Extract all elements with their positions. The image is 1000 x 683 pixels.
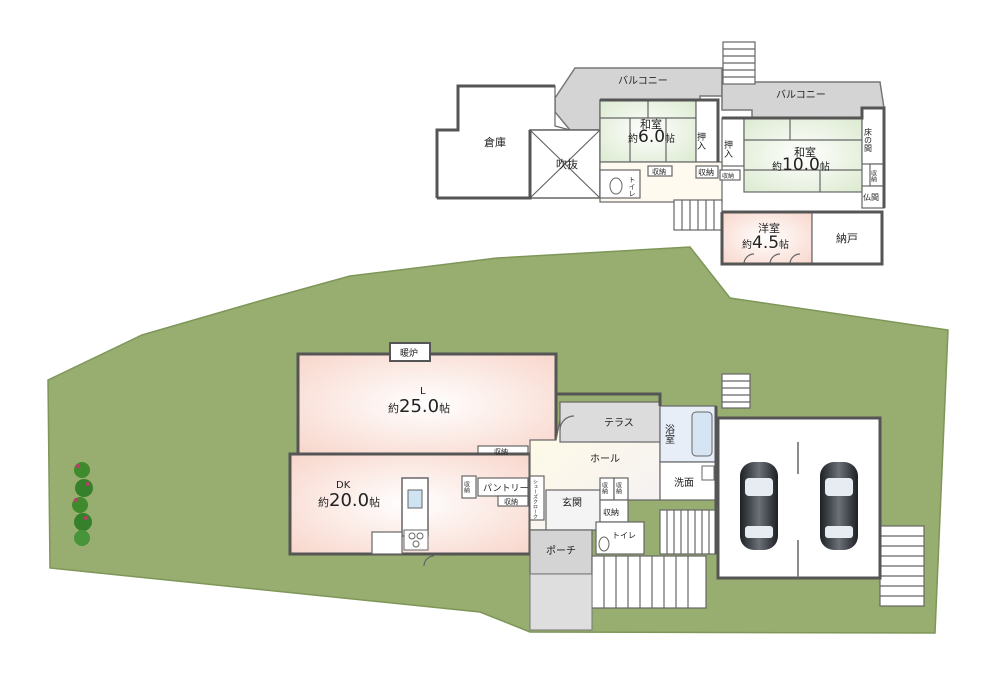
balcony-stairs [722,41,756,85]
entrance-label: 玄関 [562,496,582,509]
garden-steps-lower [879,525,925,607]
fireplace [389,342,431,362]
hall-label: ホール [590,453,620,465]
tokonoma-label: 床の間 [864,127,873,153]
porch [529,529,593,575]
oshiire-a-label: 押入 [695,131,706,150]
pantry-shuno-box [497,495,529,507]
kitchen-sink [407,489,423,509]
living-name: L [420,386,426,397]
dk-area: 約20.0帖 [318,490,380,511]
shuno-living-label: 収納 [494,447,508,456]
upper-shuno-a-label: 収納 [652,167,666,176]
dk-shuno-left-box [461,475,477,499]
washroom-label: 洗面 [674,477,694,489]
fireplace-label: 暖炉 [400,347,418,359]
oshiire-b-label: 押入 [722,139,733,158]
approach-steps [591,555,707,609]
upper-shuno-b-box [695,165,719,179]
washitsu6-name: 和室 [640,117,662,131]
living-area: 約25.0帖 [388,396,450,417]
porch-paving [529,573,593,631]
warehouse-label: 倉庫 [484,135,506,149]
dk-name: DK [336,480,351,491]
washitsu10-name: 和室 [794,145,816,159]
balcony-left-label: バルコニー [618,75,668,87]
shoes-cloak-label: シューズクローク [532,479,538,519]
dk-left-annex [371,531,403,555]
nando-label: 納戸 [836,232,858,245]
dk-shuno-left-label: 収納 [463,481,470,494]
bath-label: 浴室 [663,424,675,444]
lower-stairs [659,509,717,555]
upper-stairs [673,199,723,231]
entrance [545,489,601,531]
car-icon [820,462,858,550]
stove-icon [403,529,429,551]
terrace-door [559,415,575,431]
bathtub [691,411,713,457]
upper-shuno-c-label: 収納 [722,172,734,180]
upper-shuno-b-label: 収納 [698,167,714,177]
washitsu6-area: 約6.0帖 [628,127,675,147]
washitsu-10 [743,117,863,193]
upper-shuno-a-box [647,165,673,177]
pantry-shuno-label: 収納 [504,497,518,506]
youshitsu-area: 約4.5帖 [742,233,789,253]
entrance-shuno-a-label: 収納 [601,482,608,495]
living-room [296,352,558,456]
balcony-right-label: バルコニー [776,89,826,101]
butsuma-label: 仏間 [863,193,879,202]
porch-label: ポーチ [546,545,576,557]
terrace-label: テラス [604,417,634,429]
shoes-cloak-box [529,475,545,521]
upper-toilet-label: トイレ [628,176,636,197]
youshitsu [721,211,813,265]
oshiire-a [695,99,719,163]
bush-icon [72,462,93,546]
entrance-shuno-c-label: 収納 [603,507,619,517]
shuno-small-label: 収納 [870,170,877,183]
upper-shuno-c-box [719,169,741,181]
washitsu10-area: 約10.0帖 [772,155,830,175]
lower-toilet-label: トイレ [612,531,636,540]
atrium-label: 吹抜 [556,157,578,171]
entrance-shuno-b-label: 収納 [615,482,622,495]
garden-steps-upper [721,373,751,409]
pantry-label: パントリー [483,483,528,494]
car-icon [740,462,778,550]
youshitsu-name: 洋室 [758,221,780,235]
